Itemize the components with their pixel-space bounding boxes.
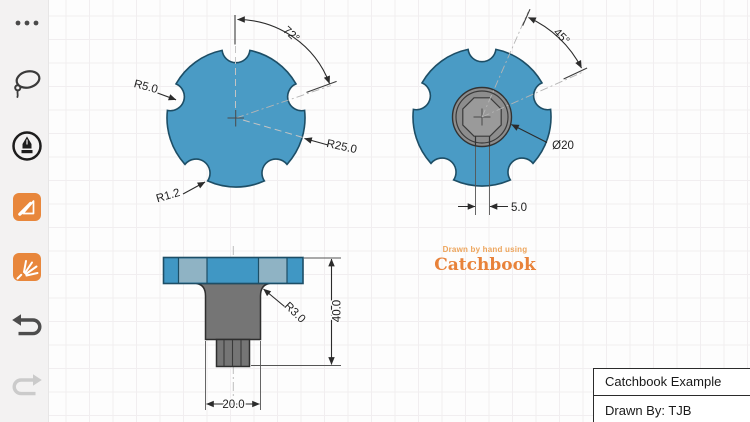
view-side[interactable]: R3.0 40.0 20.0: [162, 246, 345, 413]
branding-prefix: Drawn by hand using: [442, 245, 528, 254]
redo-button[interactable]: [10, 369, 44, 403]
leader-r12: [182, 181, 206, 195]
lasso-select-button[interactable]: [10, 67, 44, 101]
branding-watermark: Drawn by hand using Catchbook: [425, 245, 545, 275]
ext-line-25deg: [563, 67, 588, 80]
dim-dia20[interactable]: Ø20: [552, 140, 574, 152]
dim-width-20[interactable]: 20.0: [221, 398, 246, 413]
knob-stem[interactable]: [196, 282, 270, 341]
dim-angle-45[interactable]: 45°: [551, 26, 572, 47]
pencil-icon: [18, 200, 35, 216]
dim-angle-72[interactable]: 72°: [281, 24, 302, 45]
dim-r5[interactable]: R5.0: [132, 78, 159, 96]
leader-dia20: [511, 124, 548, 143]
undo-arrow-icon: [12, 314, 42, 336]
redo-arrow-icon: [12, 374, 42, 396]
cap-segment-light-right: [258, 258, 287, 283]
cap-segment-light-left: [178, 258, 207, 283]
hub-ring: [455, 90, 509, 144]
spark-icon: [16, 260, 39, 280]
draw-tool-button[interactable]: [13, 193, 41, 221]
dim-r3[interactable]: R3.0: [282, 300, 308, 326]
dim-height-40[interactable]: 40.0: [330, 298, 345, 323]
tool-sidebar: [0, 0, 49, 422]
cap-segment-dividers: [177, 258, 288, 283]
dim-r25[interactable]: R25.0: [325, 138, 358, 156]
pen-circle-icon: [12, 131, 42, 161]
angle-dim-arc[interactable]: [237, 16, 331, 84]
menu-button[interactable]: [10, 6, 44, 40]
snap-tool-button[interactable]: [13, 253, 41, 281]
title-block[interactable]: Catchbook Example Drawn By: TJB: [593, 368, 750, 422]
dim-socket-5[interactable]: 5.0: [511, 202, 527, 214]
leader-r5: [157, 92, 177, 101]
undo-button[interactable]: [10, 309, 44, 343]
branding-logo-text: Catchbook: [434, 255, 536, 275]
title-block-name: Catchbook Example: [594, 369, 750, 396]
radial-guide-66deg: [481, 11, 529, 118]
ext-line-66deg: [522, 8, 531, 26]
view-front[interactable]: 45° Ø20 5.0: [412, 8, 588, 215]
pen-tool-button[interactable]: [10, 129, 44, 163]
radial-guide-18deg: [235, 85, 332, 119]
dim-r12[interactable]: R1.2: [155, 187, 182, 205]
title-block-author: Drawn By: TJB: [605, 403, 692, 418]
leader-r25: [304, 137, 329, 146]
view-top[interactable]: 72° R5.0 R25.0 R1.2: [132, 15, 358, 205]
lasso-icon: [14, 70, 41, 98]
ext-line-18deg: [306, 80, 337, 93]
angle-dim-arc[interactable]: [528, 16, 582, 69]
radial-guide-25deg: [481, 71, 584, 118]
leader-r3: [263, 288, 285, 307]
ellipsis-icon: [15, 20, 39, 26]
